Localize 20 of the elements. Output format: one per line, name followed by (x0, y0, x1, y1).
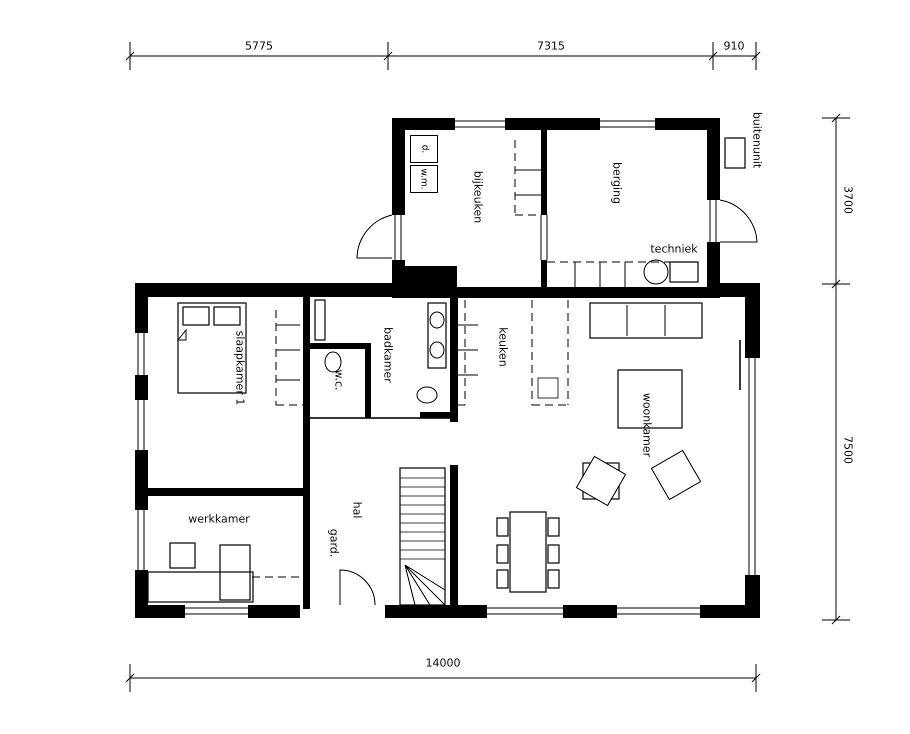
dimension-label: 7315 (537, 40, 565, 52)
room-label: woonkamer (640, 392, 654, 458)
room-label: berging (610, 162, 624, 204)
room-label: keuken (496, 327, 510, 367)
room-label: badkamer (382, 327, 394, 383)
room-label: techniek (650, 242, 698, 256)
room-label: w.c. (332, 369, 346, 391)
dimension-label: 3700 (842, 186, 854, 214)
appliance-box: w.m. (410, 165, 438, 193)
room-label: slaapkamer 1 (234, 330, 246, 406)
dimension-label: 7500 (842, 436, 854, 464)
dimension-label: 14000 (426, 656, 460, 670)
room-label: bijkeuken (472, 170, 484, 224)
room-label: gard. (328, 528, 340, 558)
room-label: hal (350, 502, 364, 518)
equipment-label: buitenunit (750, 112, 764, 168)
room-label: werkkamer (188, 512, 250, 526)
dimension-label: 910 (724, 40, 744, 52)
appliance-box: d. (410, 135, 438, 163)
dimension-label: 5775 (245, 40, 273, 52)
